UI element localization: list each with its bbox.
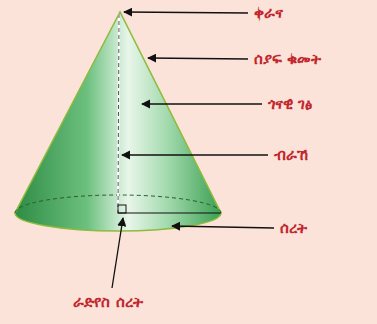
height-line (118, 14, 119, 213)
radius-line (118, 212, 221, 213)
leader-arrow (148, 58, 248, 59)
right-angle-mark (118, 205, 126, 213)
leader-arrow (172, 226, 274, 228)
leader-arrow (112, 218, 123, 288)
part-label: ሰረት (280, 219, 307, 237)
part-label: ጎናዊ ገፅ (268, 95, 312, 113)
part-label: ራድየስ ሰረት (73, 293, 142, 311)
part-label: ቀራና (254, 4, 283, 22)
cone-body (15, 12, 221, 231)
leader-arrows (112, 12, 274, 288)
leader-arrow (142, 103, 262, 104)
leader-arrow (124, 12, 248, 13)
part-label: ብራኸ (274, 146, 308, 164)
leader-arrow (122, 154, 268, 155)
part-label: ሰያፍ ቁመት (254, 50, 321, 68)
height-line-dash (118, 14, 119, 213)
